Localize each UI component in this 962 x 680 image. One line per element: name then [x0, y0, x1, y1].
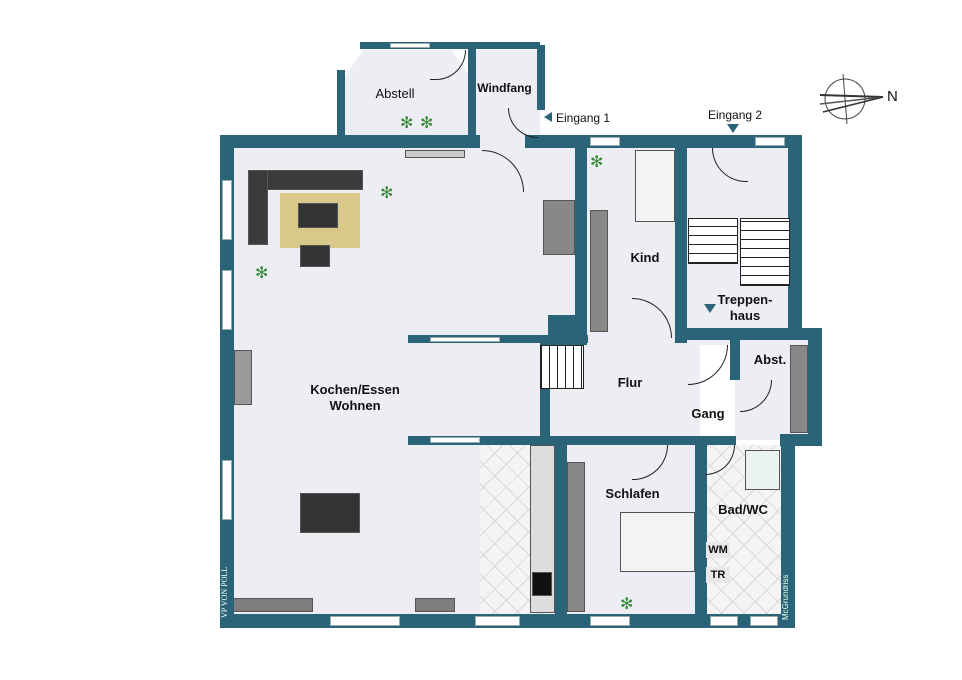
- entrance-label-1: Eingang 1: [556, 111, 611, 125]
- window: [590, 616, 630, 626]
- wall: [695, 436, 707, 628]
- sofa: [248, 170, 268, 245]
- armchair: [300, 245, 330, 267]
- plant-icon: ✻: [380, 185, 394, 202]
- wall: [337, 70, 345, 140]
- room-label-abst: Abst.: [753, 352, 787, 367]
- tv-unit: [234, 350, 252, 405]
- stairs: [540, 345, 584, 389]
- wall: [575, 135, 587, 335]
- window: [430, 337, 500, 342]
- window: [475, 616, 520, 626]
- plant-icon: ✻: [420, 115, 434, 132]
- wall: [781, 434, 795, 628]
- stair-arrow-icon: [704, 304, 716, 313]
- wall: [680, 436, 736, 445]
- von-poll-logo: VP VON POLL: [220, 560, 234, 625]
- window: [330, 616, 400, 626]
- room-label-windfang: Windfang: [477, 81, 532, 95]
- wall: [675, 135, 687, 343]
- stairs: [688, 218, 738, 264]
- wall: [537, 45, 545, 110]
- wall: [540, 335, 550, 445]
- window: [222, 460, 232, 520]
- dining-table: [300, 493, 360, 533]
- room-label-line: Wohnen: [329, 398, 381, 413]
- room-label-gang: Gang: [691, 406, 725, 421]
- room-label-flur: Flur: [617, 375, 643, 390]
- bed: [620, 512, 695, 572]
- wardrobe: [590, 210, 608, 332]
- shelf: [405, 150, 465, 158]
- shower: [745, 450, 780, 490]
- stairs: [740, 218, 790, 286]
- wall: [730, 328, 740, 380]
- wall: [408, 436, 698, 445]
- room-label-schlafen: Schlafen: [605, 486, 660, 501]
- sideboard: [415, 598, 455, 612]
- wall: [675, 328, 735, 340]
- coffee-table: [298, 203, 338, 228]
- room-label-treppenhaus: Treppen- haus: [717, 292, 773, 323]
- wall: [470, 42, 540, 49]
- wall: [468, 45, 476, 145]
- window: [222, 270, 232, 330]
- room-label-abstell: Abstell: [375, 86, 415, 101]
- wall: [220, 135, 480, 148]
- desk: [543, 200, 575, 255]
- window: [430, 437, 480, 443]
- window: [222, 180, 232, 240]
- wall: [735, 328, 820, 340]
- bed: [635, 150, 675, 222]
- cooktop: [532, 572, 552, 596]
- wall: [808, 328, 822, 446]
- room-label-bad: Bad/WC: [718, 502, 768, 517]
- label-wm: WM: [706, 542, 730, 558]
- wardrobe: [567, 462, 585, 612]
- compass-icon: [819, 73, 884, 125]
- window: [755, 137, 785, 146]
- compass-north-label: N: [887, 88, 898, 105]
- door[interactable]: [688, 345, 728, 385]
- entrance-arrow-icon: [544, 112, 552, 122]
- entrance-arrow-icon: [727, 124, 739, 133]
- window: [390, 43, 430, 48]
- window: [590, 137, 620, 146]
- sideboard: [233, 598, 313, 612]
- plant-icon: ✻: [255, 265, 269, 282]
- label-tr: TR: [706, 567, 730, 583]
- wall: [555, 436, 567, 628]
- shelf: [790, 345, 808, 433]
- room-label-line: Kochen/Essen: [310, 382, 400, 397]
- window: [710, 616, 738, 626]
- room-label-kind: Kind: [630, 250, 660, 265]
- plant-icon: ✻: [400, 115, 414, 132]
- plant-icon: ✻: [620, 596, 634, 613]
- wall: [788, 135, 802, 340]
- entrance-label-2: Eingang 2: [708, 108, 763, 122]
- credit-label: McGrundriss: [781, 574, 790, 620]
- plant-icon: ✻: [590, 154, 604, 171]
- window: [750, 616, 778, 626]
